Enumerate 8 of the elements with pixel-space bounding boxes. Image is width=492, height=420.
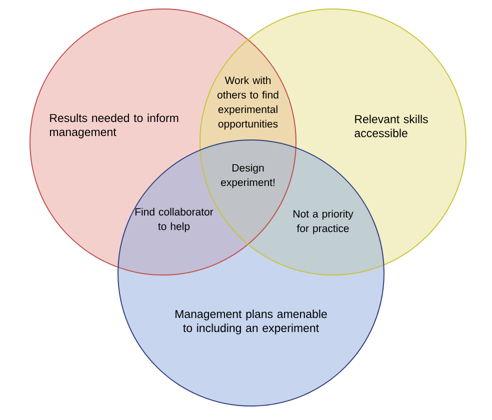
region-label: Not a priority for practice bbox=[294, 210, 354, 234]
circle-label: Management plans amenable to including an experiment bbox=[176, 310, 327, 334]
region-label: Work with others to find experimental opportunities bbox=[218, 76, 278, 130]
region-label: Design experiment! bbox=[221, 164, 274, 188]
circle-label: Results needed to inform management bbox=[50, 114, 178, 138]
region-label: Find collaborator to help bbox=[135, 208, 214, 232]
circle-label: Relevant skills accessible bbox=[354, 114, 428, 138]
circle bbox=[118, 140, 384, 406]
